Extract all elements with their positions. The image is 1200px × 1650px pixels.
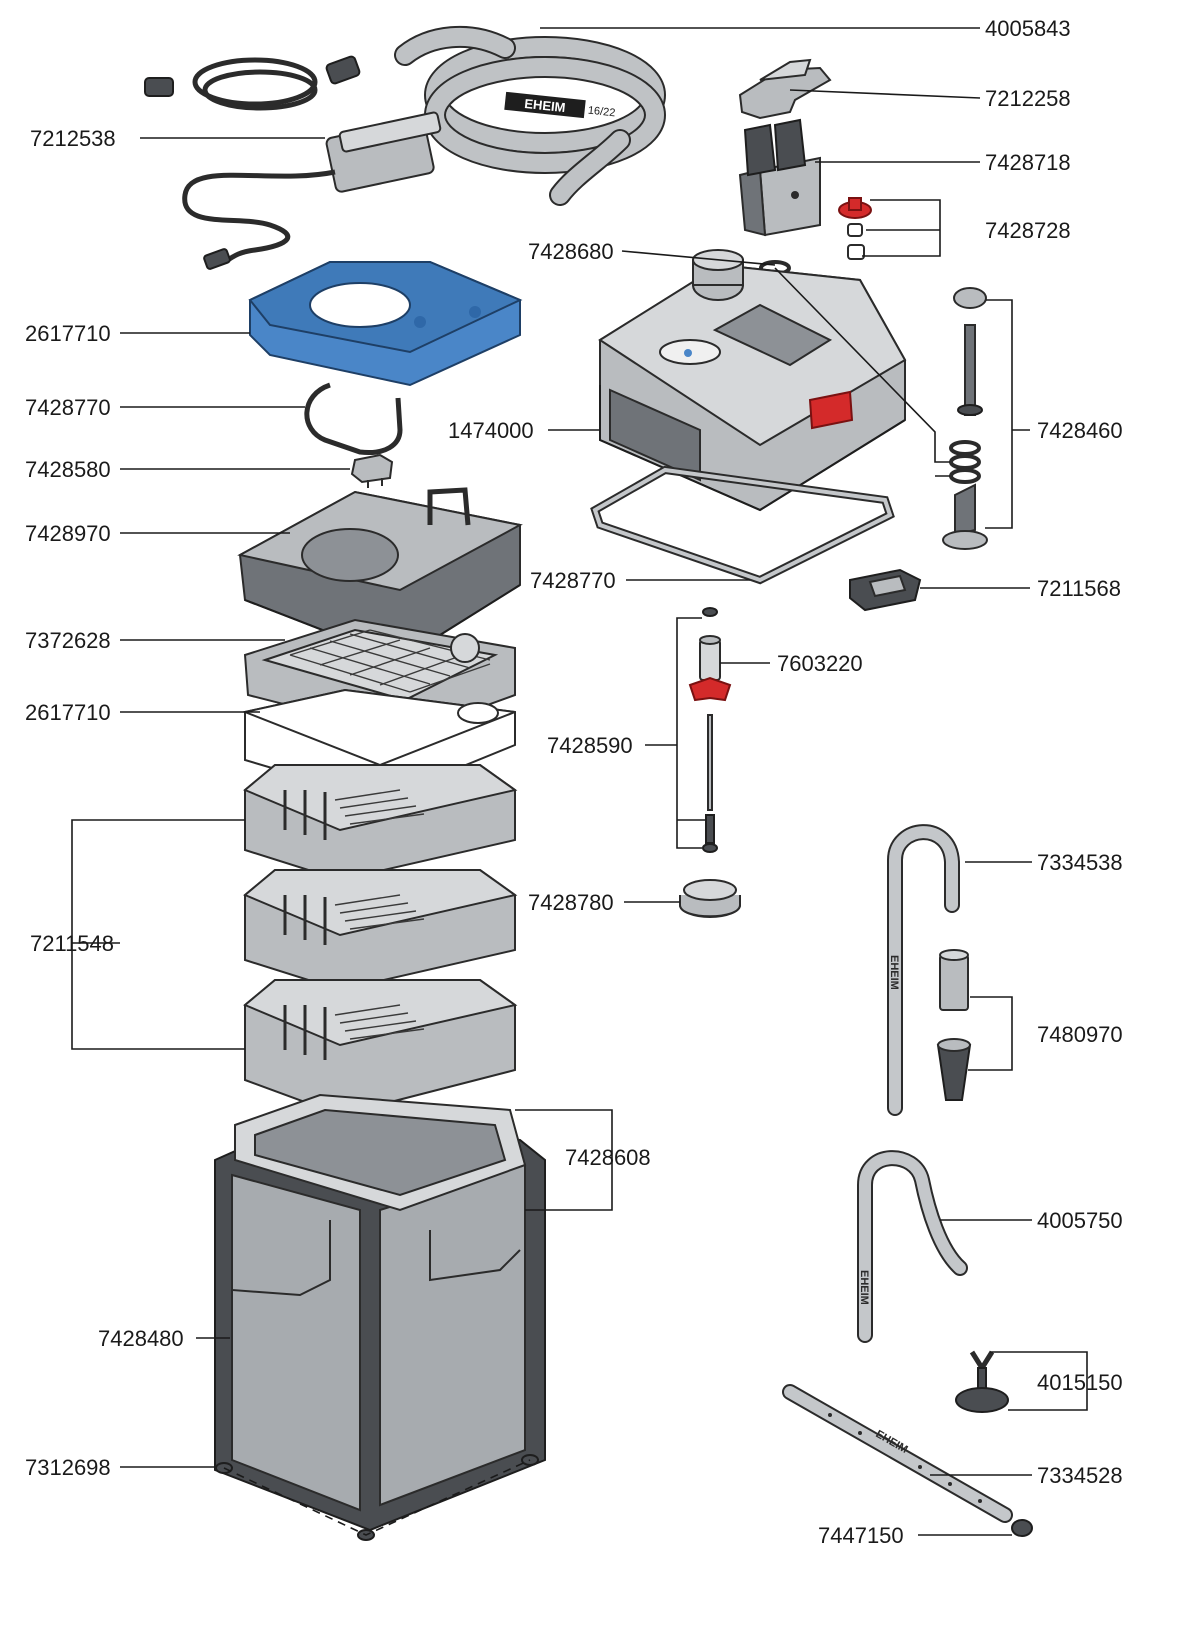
label-spray-bar: 7334528 [1037,1463,1123,1488]
small-impeller-set [838,197,872,260]
label-small-clip: 7428580 [25,457,111,482]
suction-cup [955,1350,1009,1413]
label-impeller: 7603220 [777,651,863,676]
outflow-pipe-brand-mark: EHEIM [888,955,900,990]
intake-strainer [936,949,972,1101]
label-white-filter-pad: 2617710 [25,700,111,725]
label-top-filter-pad: 2617710 [25,321,111,346]
label-intake-pipe: 4005750 [1037,1208,1123,1233]
small-clip [350,453,394,488]
label-adapter: 7428718 [985,150,1071,175]
part-labels: 4005843 7212258 7212538 7428718 7428728 … [25,16,1123,1548]
intake-pipe-brand-mark: EHEIM [858,1270,870,1305]
outflow-pipe: EHEIM [887,824,960,1116]
label-ring-seal: 7428680 [528,239,614,264]
filter-head [598,249,907,512]
label-canister: 7428480 [98,1326,184,1351]
label-head: 1474000 [448,418,534,443]
label-pump-cover: 7428780 [528,890,614,915]
hose-brand-mark: EHEIM [524,96,567,115]
basket-middle [243,869,518,992]
label-shaft-set: 7428590 [547,733,633,758]
label-intake-strainer: 7480970 [1037,1022,1123,1047]
canister [214,1093,546,1532]
valve-assembly [942,287,988,550]
impeller [688,607,732,853]
basket-bottom [243,979,518,1117]
label-hose: 4005843 [985,16,1071,41]
label-end-cap: 7447150 [818,1523,904,1548]
label-handle: 7428770 [25,395,111,420]
power-supply [144,55,442,270]
latch [849,568,922,612]
end-cap [1011,1519,1033,1537]
coiled-hose: EHEIM 16/22 [394,25,666,206]
blue-filter-pad [248,261,523,387]
label-head-gasket: 7428770 [530,568,616,593]
label-grid-plate: 7372628 [25,628,111,653]
label-latch: 7211568 [1037,576,1121,601]
basket-top [243,764,518,882]
feet [215,1454,539,1541]
label-suction-cup: 4015150 [1037,1370,1123,1395]
leader-lines [71,27,1088,1536]
pump-cover [679,879,741,918]
handle [304,382,403,456]
label-baskets: 7211548 [30,931,114,956]
label-impeller-small: 7428728 [985,218,1071,243]
label-valve-assembly: 7428460 [1037,418,1123,443]
label-outflow-pipe: 7334538 [1037,850,1123,875]
label-power-supply: 7212538 [30,126,116,151]
hose-size-mark: 16/22 [587,105,616,120]
filter-lid [237,487,523,662]
adapter [738,118,821,237]
clip [738,58,832,120]
label-filter-lid: 7428970 [25,521,111,546]
intake-pipe: EHEIM [857,1150,968,1343]
label-clip: 7212258 [985,86,1071,111]
spray-bar: EHEIM [782,1384,1013,1523]
label-container-frame: 7428608 [565,1145,651,1170]
head-gasket [590,465,895,585]
label-feet: 7312698 [25,1455,111,1480]
